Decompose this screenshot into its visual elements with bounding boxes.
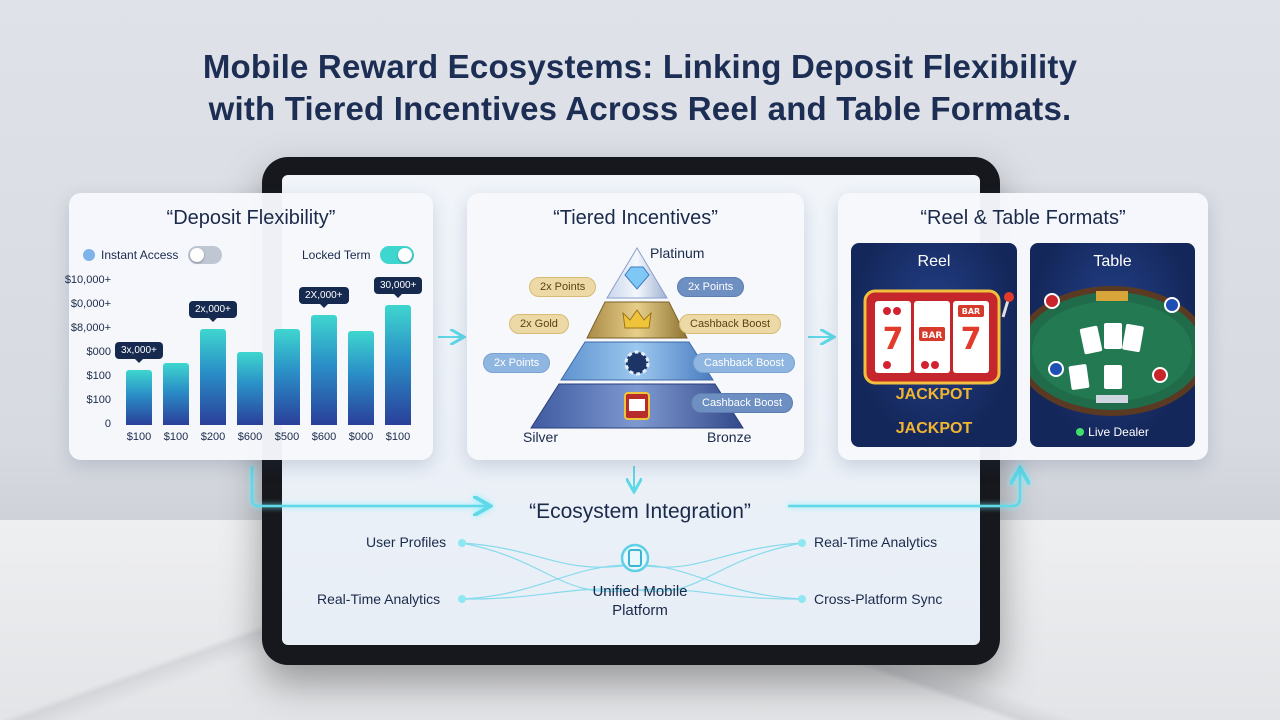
playing-card: [1104, 365, 1122, 389]
bar-callout: 2X,000+: [299, 287, 349, 308]
tier-pill-right-3: Cashback Boost: [693, 353, 796, 373]
page-title: Mobile Reward Ecosystems: Linking Deposi…: [0, 46, 1280, 130]
playing-card: [1079, 325, 1103, 355]
svg-text:7: 7: [961, 322, 982, 357]
poker-chip: [1152, 367, 1168, 383]
tier-label-bronze: Bronze: [707, 429, 752, 445]
x-tick-label: $600: [311, 431, 337, 443]
jackpot-banner-1: JACKPOT: [895, 386, 973, 403]
bar-callout: 30,000+: [374, 277, 423, 298]
locked-term-toggle-row: Locked Term: [302, 246, 415, 264]
line-deposit-to-ecosystem: [250, 466, 488, 506]
live-dealer-status: Live Dealer: [1030, 425, 1195, 439]
table-panel[interactable]: Table Live Dealer: [1030, 243, 1195, 447]
bar: [163, 363, 189, 425]
node-cross-platform-sync: Cross-Platform Sync: [814, 591, 943, 607]
reel-panel[interactable]: Reel 7 7 BAR BAR JACKPOT JACKPOT: [851, 243, 1017, 447]
node-realtime-analytics-left: Real-Time Analytics: [317, 591, 441, 607]
poker-chip: [1048, 361, 1064, 377]
crown-icon: [622, 309, 652, 329]
reel-bar-symbol-top: BAR: [962, 307, 980, 316]
tier-pill-right-2: Cashback Boost: [679, 314, 782, 334]
instant-access-toggle-row: Instant Access: [83, 246, 223, 264]
bar: [237, 352, 263, 425]
poker-chip: [1164, 297, 1180, 313]
diamond-icon: [624, 266, 650, 290]
unified-platform-label: Unified Mobile Platform: [560, 582, 720, 620]
x-tick-label: $100: [126, 431, 152, 443]
bar: [200, 329, 226, 425]
bar: [274, 329, 300, 425]
y-tick-label: 0: [104, 418, 111, 430]
x-tick-label: $200: [200, 431, 226, 443]
unified-platform-line-1: Unified Mobile: [592, 583, 688, 600]
locked-term-label: Locked Term: [302, 248, 371, 262]
tier-label-silver: Silver: [523, 429, 559, 445]
reel-panel-title: Reel: [917, 253, 951, 270]
live-indicator-icon: [1076, 428, 1085, 436]
card-table-icon: [1030, 286, 1195, 416]
y-tick-label: $8,000+: [70, 322, 111, 334]
tier-pill-right-4: Cashback Boost: [691, 393, 794, 413]
poker-chip: [1044, 293, 1060, 309]
y-tick-label: $10,000+: [64, 274, 111, 286]
bar-callout: 3x,000+: [115, 342, 163, 363]
bar: [311, 315, 337, 425]
slot-machine-icon: 7 7 BAR BAR: [863, 289, 1014, 385]
deposit-flexibility-card: “Deposit Flexibility” Instant Access Loc…: [65, 193, 433, 460]
playing-card: [1122, 323, 1144, 353]
bar-callout: 2x,000+: [189, 301, 237, 322]
jackpot-banner-2: JACKPOT: [895, 420, 973, 437]
formats-card-title: “Reel & Table Formats”: [920, 207, 1126, 229]
locked-term-switch[interactable]: [380, 246, 415, 264]
tiered-incentives-card: “Tiered Incentives” Platinum Silver Bron…: [467, 193, 804, 460]
x-tick-label: $100: [385, 431, 411, 443]
instant-access-switch[interactable]: [188, 246, 223, 264]
unified-platform-line-2: Platform: [612, 602, 668, 619]
bar: [385, 305, 411, 425]
x-tick-label: $600: [237, 431, 263, 443]
tier-pill-right-1: 2x Points: [677, 277, 745, 297]
tier-pill-left-3: 2x Points: [483, 353, 551, 373]
reel-bar-symbol: BAR: [922, 331, 943, 341]
node-user-profiles: User Profiles: [366, 534, 447, 550]
x-tick-label: $500: [274, 431, 300, 443]
bar: [126, 370, 152, 425]
y-tick-label: $100: [86, 370, 111, 382]
live-dealer-label: Live Dealer: [1088, 425, 1149, 439]
y-tick-label: $0,000+: [70, 298, 111, 310]
title-line-2: with Tiered Incentives Across Reel and T…: [208, 90, 1072, 127]
table-panel-title: Table: [1093, 253, 1132, 270]
playing-card: [1068, 364, 1090, 390]
platform-hub-icon: [620, 543, 650, 573]
ecosystem-title: “Ecosystem Integration”: [529, 500, 751, 523]
y-tick-label: $000: [86, 346, 111, 358]
tier-pyramid: [530, 247, 744, 429]
instant-access-label: Instant Access: [101, 248, 179, 262]
y-tick-label: $100: [86, 394, 111, 406]
tier-label-platinum: Platinum: [650, 245, 705, 261]
tiers-card-title: “Tiered Incentives”: [553, 207, 718, 229]
svg-text:7: 7: [883, 322, 904, 357]
node-realtime-analytics-right: Real-Time Analytics: [814, 534, 938, 550]
line-ecosystem-to-formats: [788, 470, 1020, 508]
chip-icon: [624, 350, 650, 376]
title-line-1: Mobile Reward Ecosystems: Linking Deposi…: [202, 48, 1078, 85]
instant-access-dot-icon: [83, 249, 95, 261]
tier-pill-left-2: 2x Gold: [509, 314, 569, 334]
reel-table-formats-card: “Reel & Table Formats” Reel 7 7 BAR BAR …: [838, 193, 1208, 460]
bar: [348, 331, 374, 425]
deposit-card-title: “Deposit Flexibility”: [166, 207, 336, 229]
x-tick-label: $100: [163, 431, 189, 443]
x-tick-label: $000: [348, 431, 374, 443]
tier-pill-left-1: 2x Points: [529, 277, 597, 297]
playing-card: [1104, 323, 1122, 349]
